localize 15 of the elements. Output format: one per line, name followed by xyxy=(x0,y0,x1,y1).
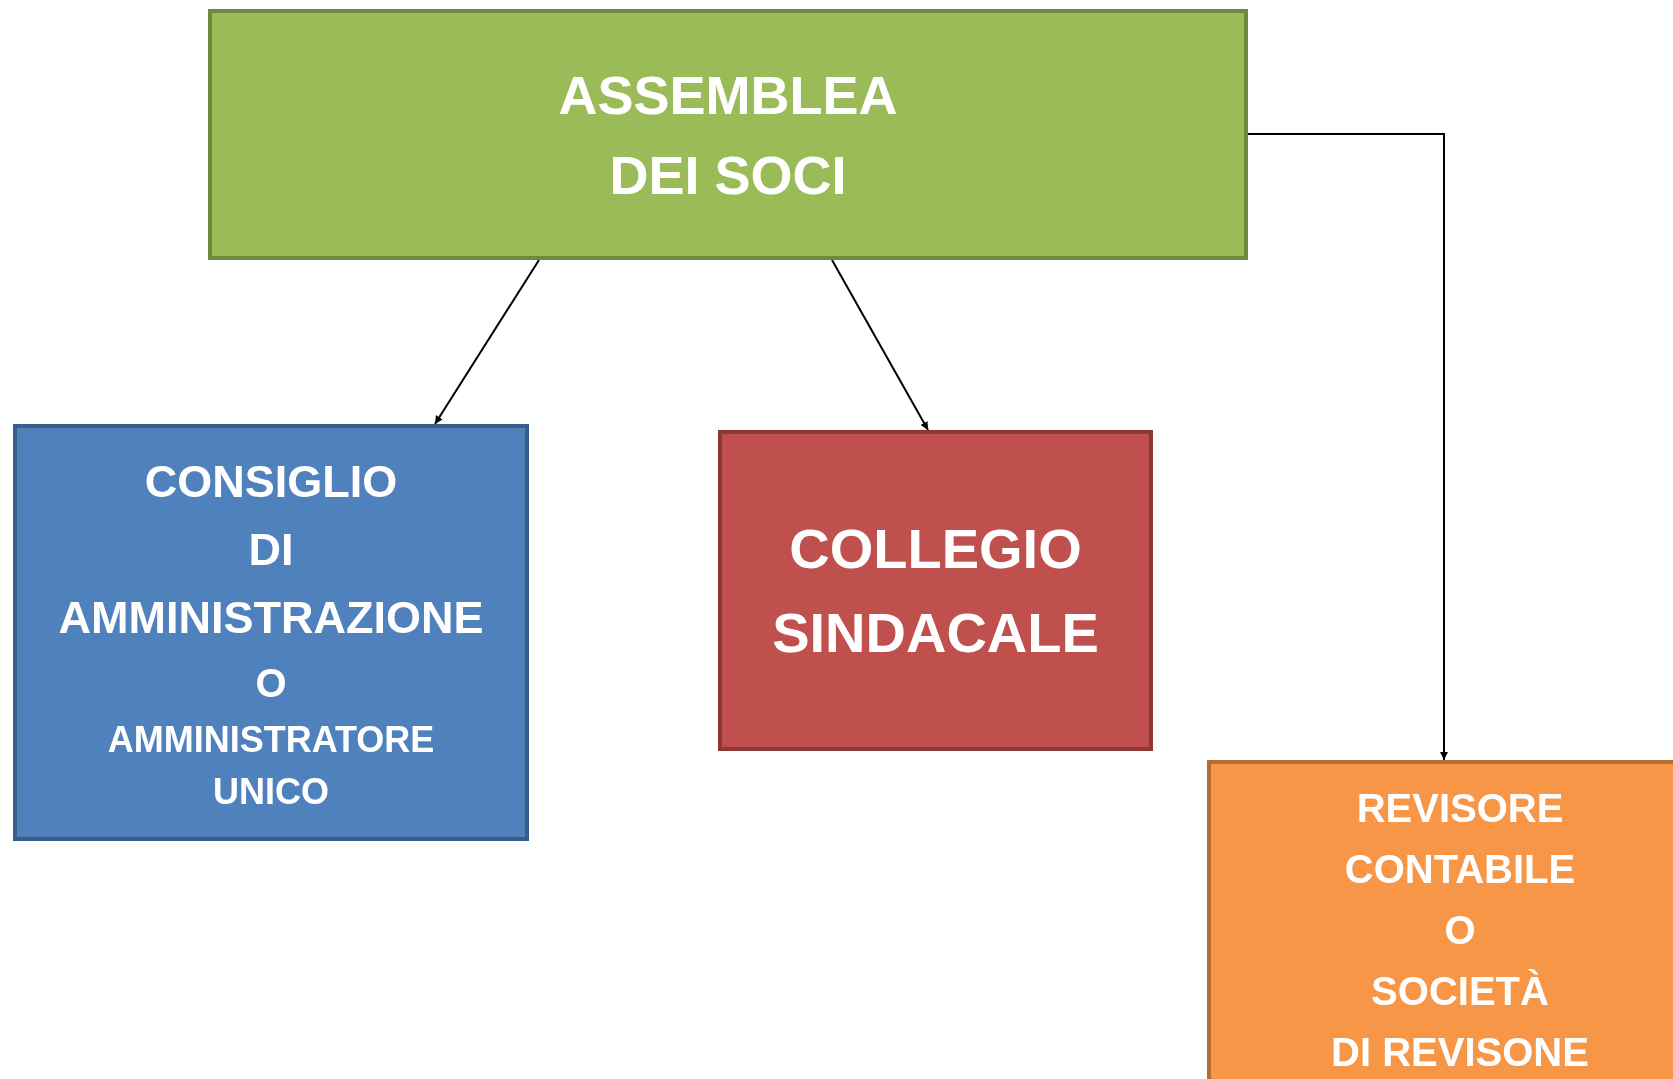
box-label: O xyxy=(1443,907,1477,954)
governing-body-box xyxy=(208,9,1248,260)
box-label: AMMINISTRATORE UNICO xyxy=(107,717,435,814)
box-label: CONSIGLIO DI AMMINISTRAZIONE xyxy=(58,454,484,645)
arrow xyxy=(831,259,929,431)
box-label: ASSEMBLEA DEI SOCI xyxy=(558,63,898,207)
auditors-board-box xyxy=(718,430,1153,751)
auditor-box xyxy=(1207,760,1673,1079)
arrow xyxy=(434,259,540,425)
box-label: REVISORE CONTABILE xyxy=(1343,785,1577,893)
box-label: SOCIETÀ DI REVISONE xyxy=(1330,968,1590,1076)
box-label: COLLEGIO SINDACALE xyxy=(772,515,1099,666)
arrow xyxy=(1247,133,1448,761)
board-box xyxy=(13,424,529,841)
box-label: O xyxy=(255,659,287,707)
